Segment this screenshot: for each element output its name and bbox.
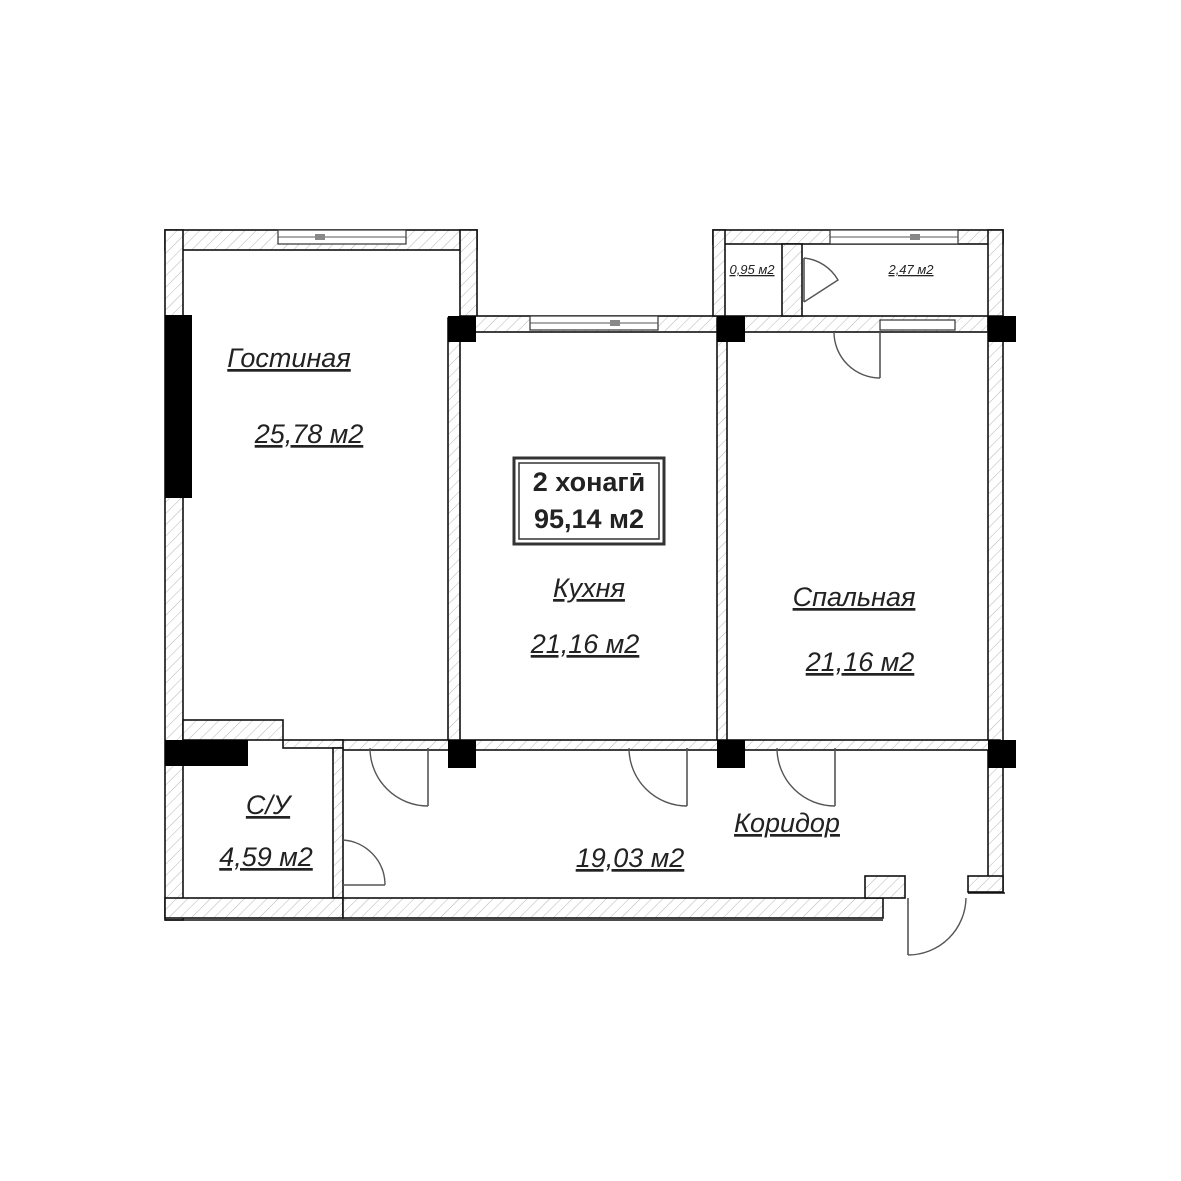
wall-bottom xyxy=(342,897,884,919)
wall-living-bottom xyxy=(182,719,284,741)
wall-bedroom-top xyxy=(719,315,1001,333)
room-area-balcony: 2,47 м2 xyxy=(887,262,934,277)
column-kitchen-bottom-left xyxy=(448,740,476,768)
room-area-kitchen: 21,16 м2 xyxy=(530,629,640,659)
badge-rooms: 2 хонагӣ xyxy=(533,467,646,497)
wall-kitchen-bedroom xyxy=(716,317,728,749)
room-name-corridor: Коридор xyxy=(734,808,840,838)
wall-bottom-left xyxy=(164,897,344,919)
wall-living-right-upper xyxy=(459,229,478,319)
window-bedroom-balcony xyxy=(879,319,956,331)
room-name-bathroom: С/У xyxy=(246,790,293,820)
column-kitchen-top-right xyxy=(717,316,745,342)
apartment-badge: 2 хонагӣ 95,14 м2 xyxy=(512,456,666,546)
column-kitchen-bottom-right xyxy=(717,740,745,768)
column-living-left xyxy=(165,315,192,498)
wall-entrance-right xyxy=(967,875,1004,893)
room-name-kitchen: Кухня xyxy=(553,573,625,603)
column-kitchen-top-left xyxy=(448,316,476,342)
room-labels: Гостиная 25,78 м2 Кухня 21,16 м2 Спальна… xyxy=(219,262,934,873)
column-bedroom-bottom-right xyxy=(988,740,1016,768)
wall-corridor-top xyxy=(334,739,1001,751)
badge-frame xyxy=(512,456,666,546)
doors xyxy=(342,257,967,956)
room-area-bedroom: 21,16 м2 xyxy=(805,647,915,677)
wall-balcony-right xyxy=(987,229,1004,331)
wall-right xyxy=(987,315,1004,892)
room-area-corridor: 19,03 м2 xyxy=(576,843,685,873)
column-bathroom-top xyxy=(165,740,248,766)
badge-total-area: 95,14 м2 xyxy=(534,504,644,534)
wall-storage-divider xyxy=(781,243,803,317)
wall-living-bottom-2 xyxy=(282,739,344,749)
room-area-bathroom: 4,59 м2 xyxy=(219,842,313,872)
room-area-storage: 0,95 м2 xyxy=(729,262,775,277)
room-area-living: 25,78 м2 xyxy=(254,419,364,449)
room-name-living: Гостиная xyxy=(227,343,351,373)
wall-living-kitchen xyxy=(447,317,461,749)
wall-bathroom-right xyxy=(332,747,344,899)
windows xyxy=(277,229,959,331)
wall-entrance-step xyxy=(864,875,906,899)
column-bedroom-top-right xyxy=(988,316,1016,342)
columns xyxy=(165,315,1016,768)
room-name-bedroom: Спальная xyxy=(793,582,916,612)
wall-storage-left xyxy=(712,229,726,317)
